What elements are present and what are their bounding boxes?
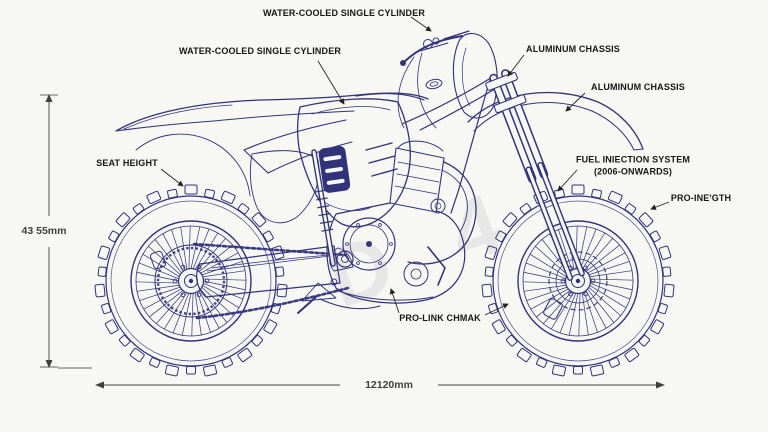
label-water-cooled-left: WATER-COOLED SINGLE CYLINDER [178,46,342,57]
label-fuel-injection: FUEL INIECTION SYSTEM (2006-ONWARDS) [576,154,690,177]
label-aluminum-chassis-lower: ALUMINUM CHASSIS [591,82,685,93]
label-seat-height: SEAT HEIGHT [96,158,158,169]
wheels [94,184,675,377]
seat-height-dimension: 43 55mm [21,225,67,237]
label-water-cooled-top: WATER-COOLED SINGLE CYLINDER [262,8,426,19]
rear-wheel [94,184,288,377]
bike-body [115,30,644,320]
label-pro-link: PRO-LINK CHMAK [399,313,481,324]
label-fuel-injection-line1: FUEL INIECTION SYSTEM [576,154,690,165]
label-fuel-injection-line2: (2006-ONWARDS) [593,166,673,176]
label-aluminum-chassis-upper: ALUMINUM CHASSIS [526,44,620,55]
leader-lines [160,16,670,316]
wheelbase-dimension: 12120mm [365,379,413,391]
dimension-lines [40,94,665,389]
label-pro-length: PRO-INE'GTH [670,193,732,204]
front-wheel [481,184,675,377]
